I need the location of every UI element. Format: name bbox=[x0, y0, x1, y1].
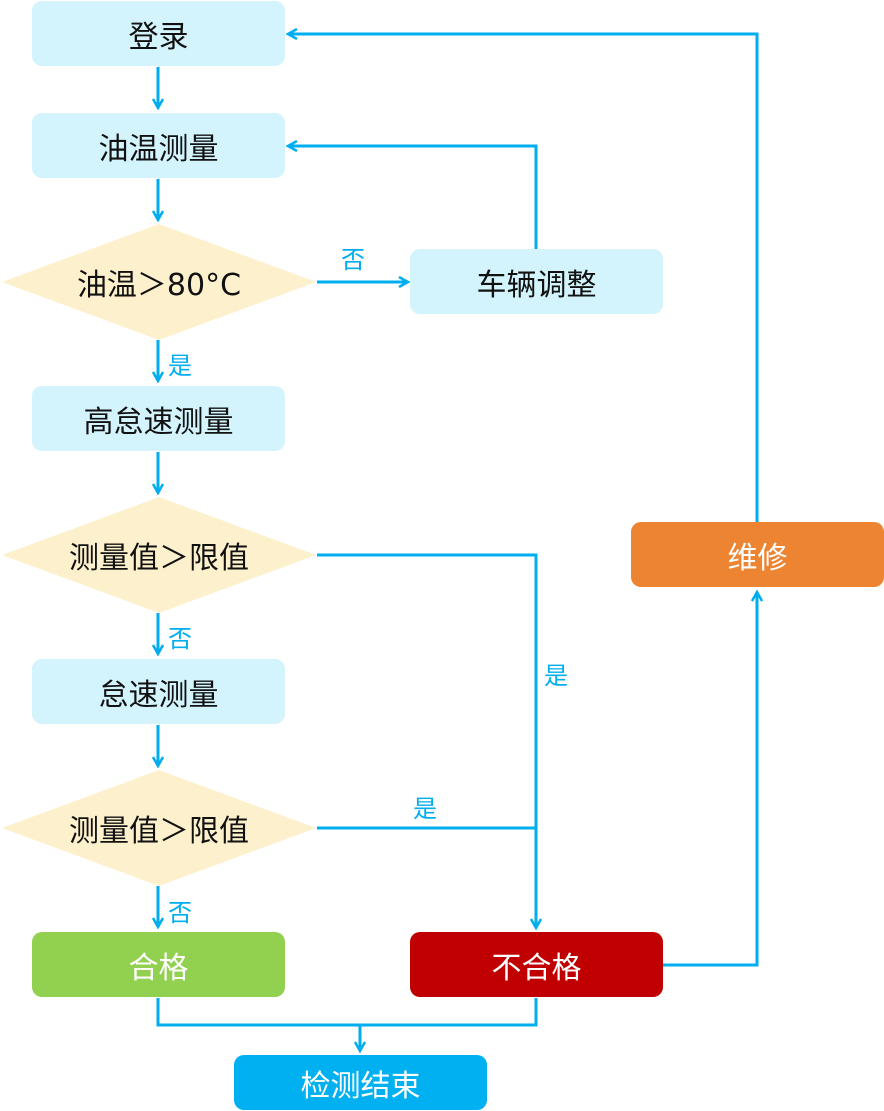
edge-high-idle-check-yes bbox=[317, 553, 536, 928]
decision-shape bbox=[2, 770, 316, 886]
node-oil-temp-measure: 油温测量 bbox=[32, 113, 285, 178]
node-high-idle-measure-label: 高怠速测量 bbox=[83, 404, 234, 440]
node-high-idle-measure: 高怠速测量 bbox=[32, 386, 285, 451]
label-high-idle-yes: 是 bbox=[544, 662, 568, 690]
node-end: 检测结束 bbox=[234, 1055, 487, 1110]
decision-shape bbox=[2, 224, 316, 340]
node-idle-measure: 怠速测量 bbox=[32, 659, 285, 724]
decision-oil-temp-label: 油温＞80°C bbox=[76, 268, 242, 303]
label-idle-yes: 是 bbox=[413, 795, 437, 823]
node-oil-temp-measure-label: 油温测量 bbox=[98, 131, 219, 167]
label-high-idle-no: 否 bbox=[168, 625, 192, 653]
edge-pass-to-merge bbox=[156, 998, 538, 1027]
node-vehicle-adjust: 车辆调整 bbox=[410, 249, 663, 314]
label-oil-no: 否 bbox=[341, 246, 365, 274]
edge-repair-to-login bbox=[288, 34, 759, 522]
node-pass-label: 合格 bbox=[128, 950, 189, 986]
decision-shape bbox=[2, 497, 316, 613]
label-oil-yes: 是 bbox=[168, 352, 192, 380]
decision-idle: 测量值＞限值 bbox=[2, 770, 316, 886]
node-repair: 维修 bbox=[631, 522, 884, 587]
decision-high-idle: 测量值＞限值 bbox=[2, 497, 316, 613]
decision-idle-label: 测量值＞限值 bbox=[69, 814, 249, 849]
node-vehicle-adjust-label: 车辆调整 bbox=[476, 267, 597, 303]
node-fail: 不合格 bbox=[410, 932, 663, 997]
label-idle-no: 否 bbox=[168, 899, 192, 927]
node-end-label: 检测结束 bbox=[300, 1068, 421, 1104]
node-repair-label: 维修 bbox=[727, 540, 788, 576]
node-idle-measure-label: 怠速测量 bbox=[98, 677, 219, 713]
node-fail-label: 不合格 bbox=[491, 950, 582, 986]
node-login-label: 登录 bbox=[128, 19, 189, 55]
decision-high-idle-label: 测量值＞限值 bbox=[69, 541, 249, 576]
node-login: 登录 bbox=[32, 1, 285, 66]
node-pass: 合格 bbox=[32, 932, 285, 997]
edge-adjust-to-oil-measure bbox=[288, 146, 538, 249]
edge-fail-to-repair bbox=[663, 592, 757, 967]
decision-oil-temp: 油温＞80°C bbox=[2, 224, 316, 340]
